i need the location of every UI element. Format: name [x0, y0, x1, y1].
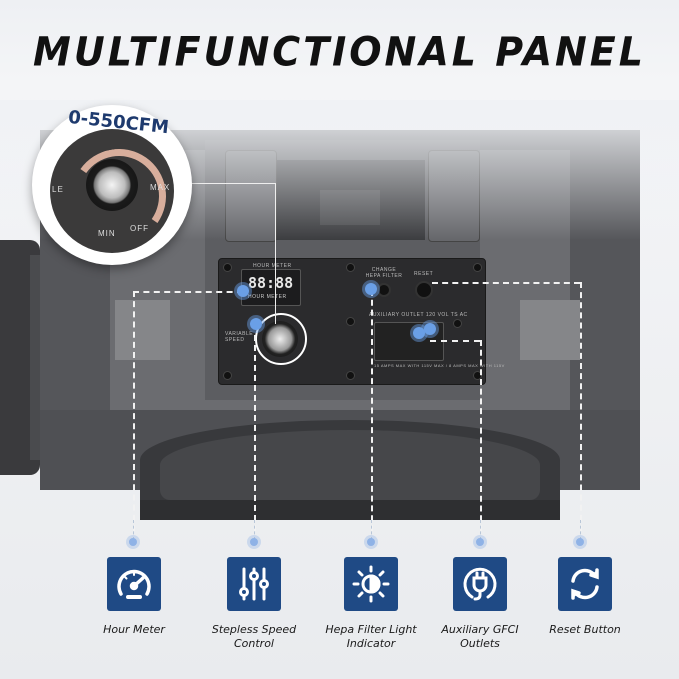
screw: [346, 263, 355, 272]
hour-meter-label: HOUR METER: [253, 263, 292, 269]
hotspot-hour-meter[interactable]: [237, 285, 249, 297]
dial-label-max: MAX: [150, 183, 171, 192]
reset-button[interactable]: [415, 281, 433, 299]
refresh-icon: [558, 557, 612, 611]
hepa-indicator-light: [377, 283, 391, 297]
feature-reset-button: Reset Button: [530, 557, 640, 637]
hotspot-speed[interactable]: [250, 318, 262, 330]
speedometer-icon: [107, 557, 161, 611]
feature-dot: [476, 538, 484, 546]
dial-label-left: LE: [52, 185, 64, 194]
leader-reset-v: [580, 282, 582, 531]
feature-label: Stepless Speed Control: [211, 623, 297, 650]
thin-leader: [254, 520, 255, 540]
feature-label: Hepa Filter Light Indicator: [325, 623, 417, 650]
dial-label-min: MIN: [98, 229, 116, 238]
leader-hour-meter-v: [133, 291, 135, 531]
leader-speed: [254, 335, 256, 531]
leader-hour-meter: [133, 291, 243, 293]
sun-half-icon: [344, 557, 398, 611]
dial-label-off: OFF: [130, 224, 149, 233]
feature-dot: [129, 538, 137, 546]
feature-dot: [367, 538, 375, 546]
hour-meter-sub: HOUR METER: [248, 294, 287, 300]
control-panel: HOUR METER 88:88 HOUR METER VARIABLE SPE…: [218, 258, 504, 385]
feature-label: Reset Button: [549, 623, 621, 636]
sliders-icon: [227, 557, 281, 611]
hour-meter-digits: 88:88: [248, 274, 294, 292]
page-title: MULTIFUNCTIONAL PANEL: [33, 28, 646, 76]
thin-leader: [133, 520, 134, 540]
screw: [223, 371, 232, 380]
hotspot-outlet-1[interactable]: [413, 327, 425, 339]
screw: [346, 317, 355, 326]
feature-dot: [250, 538, 258, 546]
outlet-note: 15 AMPS MAX WITH 115V MAX / 8 AMPS MAX W…: [374, 363, 505, 368]
feature-label: Hour Meter: [103, 623, 165, 636]
screw: [453, 319, 462, 328]
hour-meter-display: 88:88 HOUR METER: [241, 269, 301, 306]
hepa-filter-label: CHANGE HEPA FILTER: [365, 267, 403, 279]
leader-hepa: [371, 290, 373, 531]
feature-speed-control: Stepless Speed Control: [199, 557, 309, 651]
thin-leader: [580, 520, 581, 540]
hotspot-hepa[interactable]: [365, 283, 377, 295]
hotspot-outlet-2[interactable]: [424, 323, 436, 335]
leader-outlet-v: [480, 340, 482, 531]
speed-knob[interactable]: [262, 321, 298, 357]
screw: [473, 263, 482, 272]
screw: [223, 263, 232, 272]
callout-leader: [190, 183, 276, 324]
variable-speed-label: VARIABLE SPEED: [225, 331, 254, 343]
feature-hepa-light: Hepa Filter Light Indicator: [316, 557, 426, 651]
leader-reset-h: [432, 282, 580, 284]
reset-label: RESET: [414, 271, 434, 277]
knob-callout: LE MAX MIN OFF: [32, 105, 192, 265]
screw: [346, 371, 355, 380]
feature-dot: [576, 538, 584, 546]
feature-label: Auxiliary GFCI Outlets: [441, 623, 519, 650]
callout-dial: LE MAX MIN OFF: [50, 129, 174, 253]
feature-gfci-outlets: Auxiliary GFCI Outlets: [425, 557, 535, 651]
feature-hour-meter: Hour Meter: [79, 557, 189, 637]
leader-outlet-h: [430, 340, 480, 342]
callout-knob: [86, 159, 138, 211]
plug-icon: [453, 557, 507, 611]
thin-leader: [480, 520, 481, 540]
speed-knob-ring: [255, 313, 307, 365]
thin-leader: [371, 520, 372, 540]
outlet-label: AUXILIARY OUTLET 120 VOL TS AC: [369, 312, 468, 318]
